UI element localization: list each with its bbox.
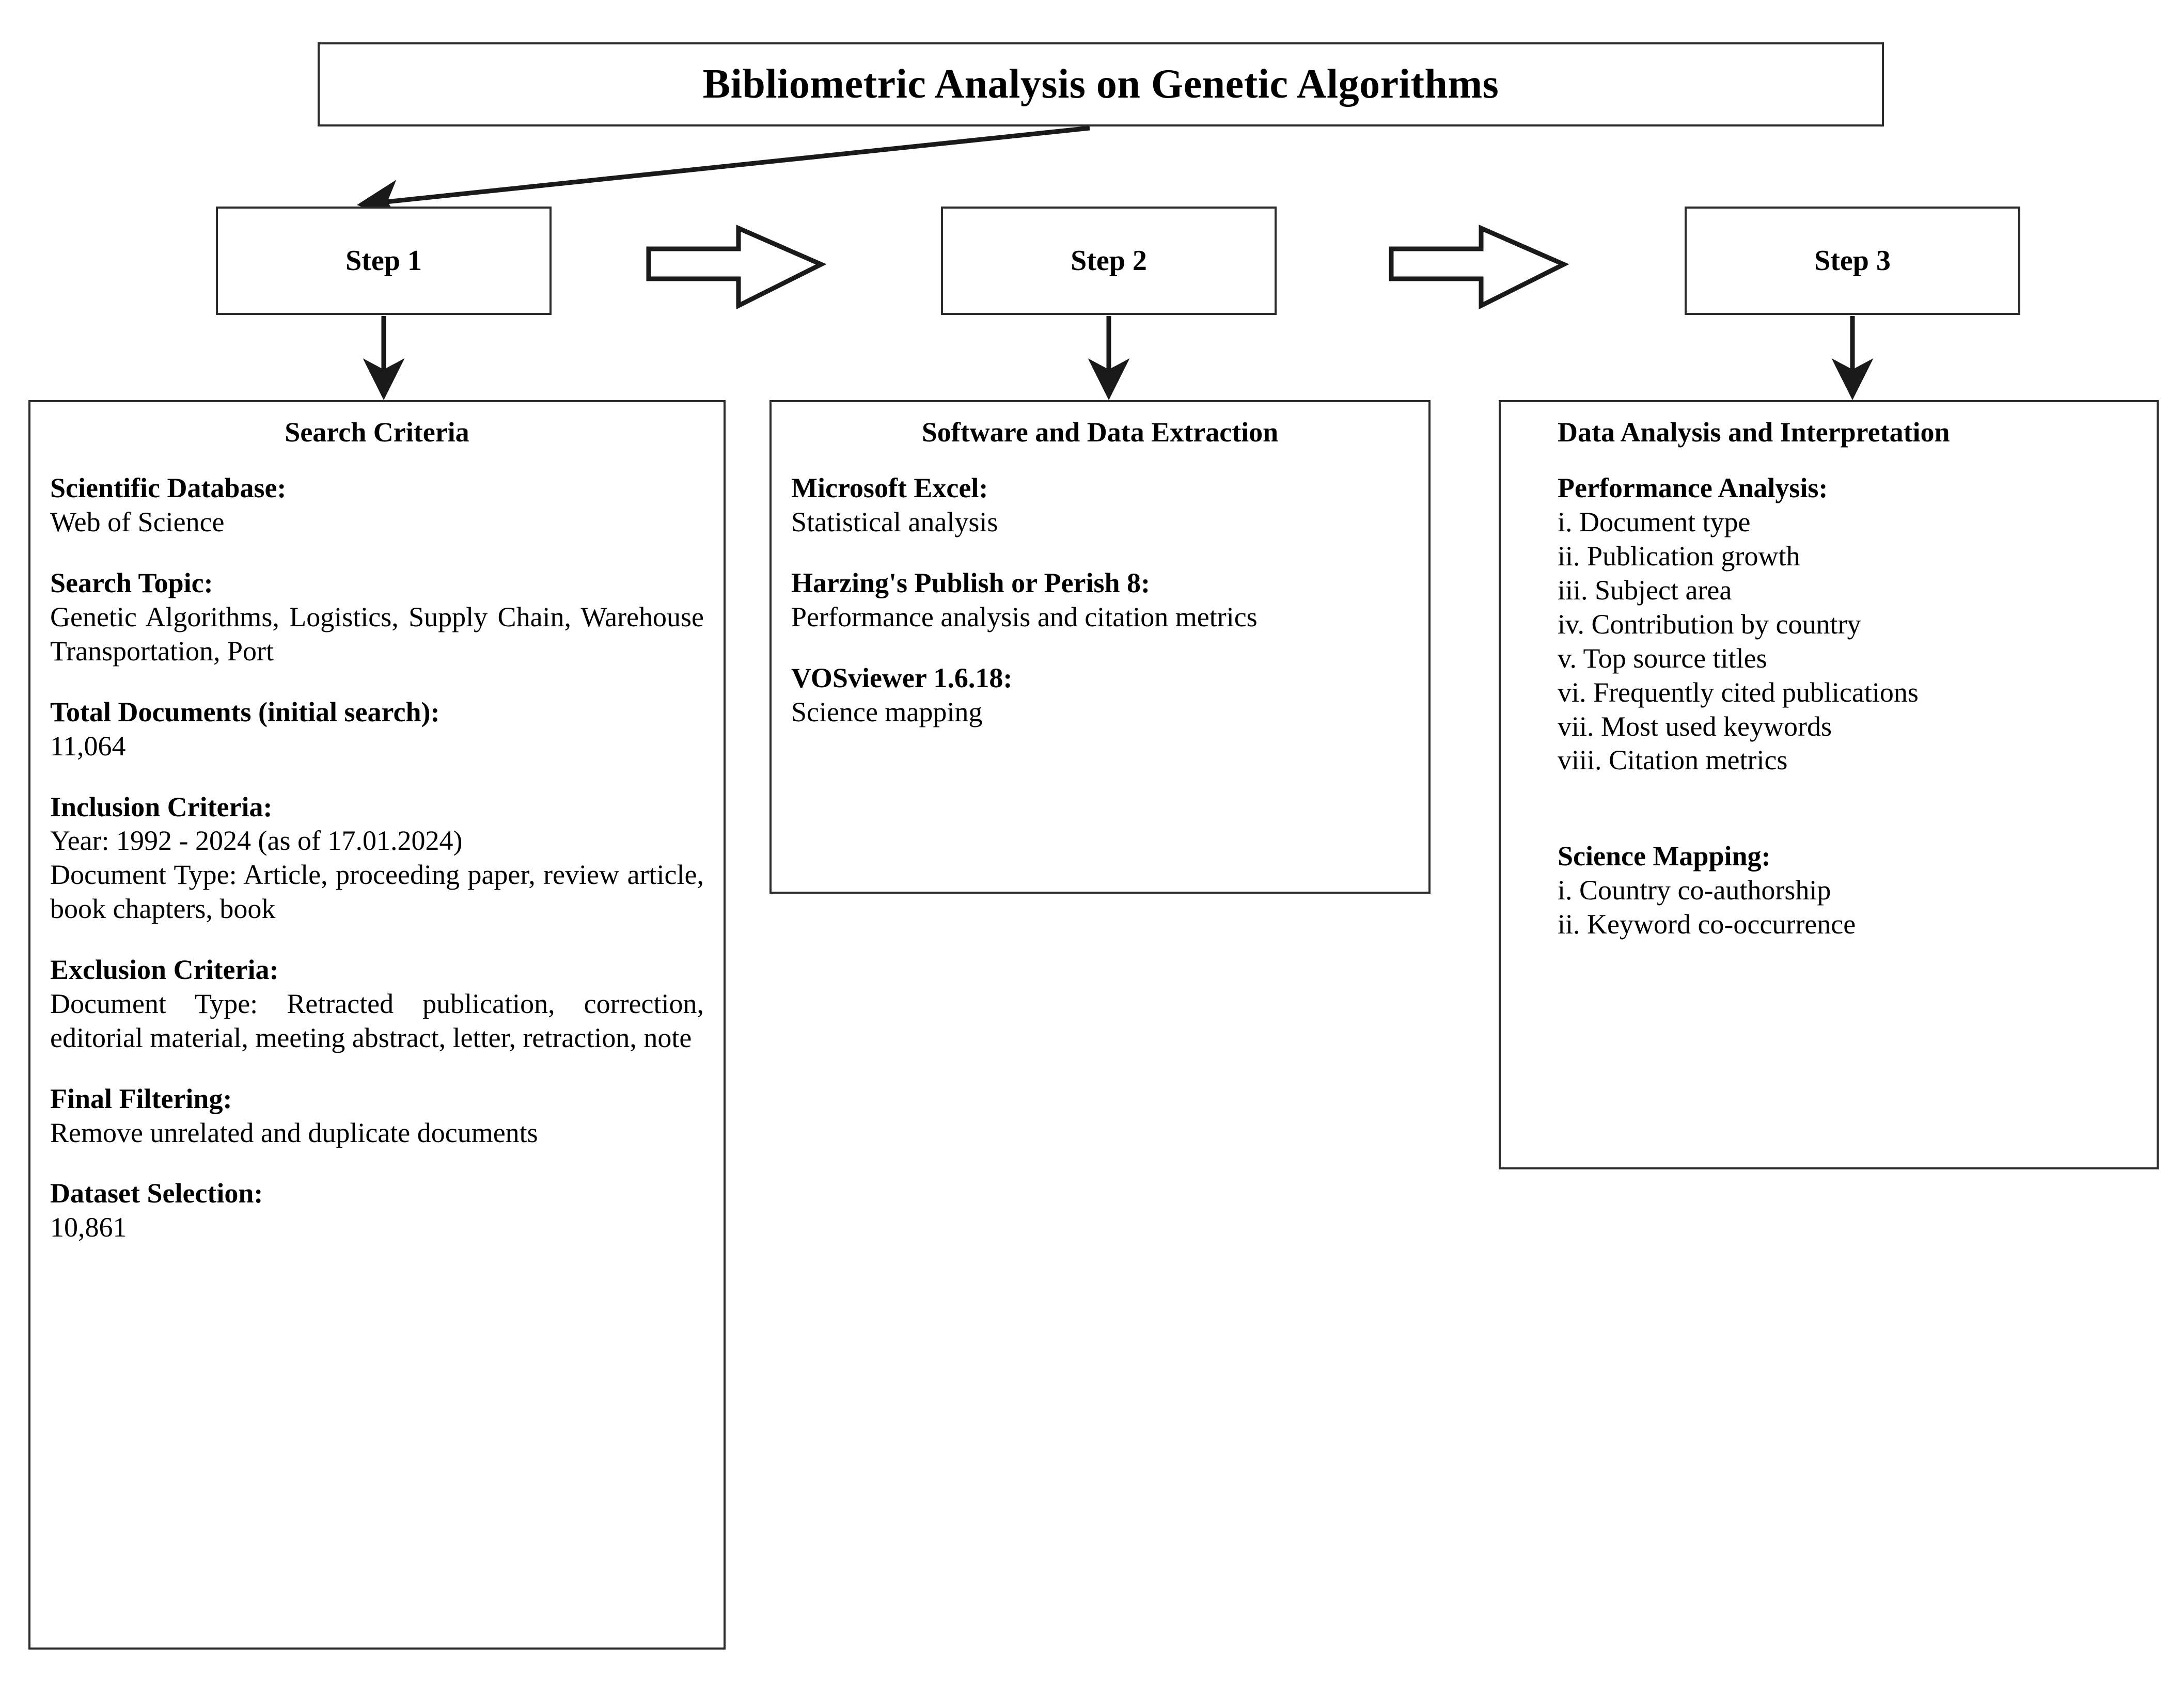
group-exclusion-criteria: Exclusion Criteria: Document Type: Retra… [50, 953, 704, 1055]
step-3-label: Step 3 [1814, 245, 1891, 277]
panel-1-heading: Search Criteria [285, 417, 469, 448]
page-title: Bibliometric Analysis on Genetic Algorit… [702, 61, 1499, 107]
list-item: ii. Publication growth [1558, 541, 1800, 572]
list-item: vii. Most used keywords [1558, 710, 1832, 742]
block-arrow-step2-to-step3 [1389, 225, 1569, 310]
group-5-head: Exclusion Criteria: [50, 954, 279, 986]
group-total-documents: Total Documents (initial search): 11,064 [50, 695, 704, 764]
panel-search-criteria: Search Criteria Scientific Database: Web… [28, 400, 726, 1650]
group-3-body: 11,064 [50, 730, 126, 762]
group-5-body: Document Type: Retracted publication, co… [50, 988, 704, 1053]
group-microsoft-excel: Microsoft Excel: Statistical analysis [791, 471, 1409, 540]
panel-data-analysis-interpretation: Data Analysis and Interpretation Perform… [1499, 400, 2159, 1169]
list-item: ii. Keyword co-occurrence [1558, 909, 1856, 940]
group-3-head: Total Documents (initial search): [50, 696, 440, 727]
panel-software-data-extraction: Software and Data Extraction Microsoft E… [769, 400, 1431, 894]
list-item: i. Country co-authorship [1558, 875, 1831, 906]
group-4-head: Inclusion Criteria: [50, 791, 273, 822]
group-2-body: Genetic Algorithms, Logistics, Supply Ch… [50, 601, 704, 667]
group-inclusion-criteria: Inclusion Criteria: Year: 1992 - 2024 (a… [50, 790, 704, 927]
panel-2-heading: Software and Data Extraction [921, 417, 1279, 448]
performance-analysis-list: i. Document type ii. Publication growth … [1558, 505, 2137, 778]
arrow-title-to-step1 [357, 125, 1090, 221]
group-excel-body: Statistical analysis [791, 506, 998, 538]
group-excel-head: Microsoft Excel: [791, 472, 988, 504]
group-vos-body: Science mapping [791, 696, 983, 727]
group-performance-analysis: Performance Analysis: i. Document type i… [1520, 471, 2137, 778]
list-item: i. Document type [1558, 506, 1751, 538]
group-1-head: Scientific Database: [50, 472, 287, 504]
step-box-2: Step 2 [941, 207, 1277, 315]
step-box-1: Step 1 [216, 207, 552, 315]
group-4-body-line-2: Document Type: Article, proceeding paper… [50, 859, 704, 925]
group-publish-or-perish: Harzing's Publish or Perish 8: Performan… [791, 566, 1409, 635]
group-2-head: Search Topic: [50, 567, 213, 599]
list-item: iii. Subject area [1558, 575, 1732, 606]
group-6-head: Final Filtering: [50, 1083, 232, 1114]
group-mapping-head: Science Mapping: [1558, 841, 1771, 872]
group-1-body: Web of Science [50, 506, 225, 538]
group-pop-body: Performance analysis and citation metric… [791, 601, 1258, 633]
list-item: vi. Frequently cited publications [1558, 676, 1919, 708]
group-7-head: Dataset Selection: [50, 1178, 263, 1209]
group-search-topic: Search Topic: Genetic Algorithms, Logist… [50, 566, 704, 669]
group-scientific-database: Scientific Database: Web of Science [50, 471, 704, 540]
step-box-3: Step 3 [1685, 207, 2020, 315]
block-arrow-step1-to-step2 [646, 225, 827, 310]
group-vos-head: VOSviewer 1.6.18: [791, 662, 1013, 693]
panel-3-heading: Data Analysis and Interpretation [1558, 417, 1950, 448]
group-pop-head: Harzing's Publish or Perish 8: [791, 567, 1151, 599]
step-2-label: Step 2 [1071, 245, 1147, 277]
list-item: iv. Contribution by country [1558, 608, 1861, 640]
list-item: v. Top source titles [1558, 642, 1767, 674]
diagram-title-box: Bibliometric Analysis on Genetic Algorit… [318, 42, 1884, 126]
group-final-filtering: Final Filtering: Remove unrelated and du… [50, 1082, 704, 1150]
science-mapping-list: i. Country co-authorship ii. Keyword co-… [1558, 874, 2137, 942]
list-item: viii. Citation metrics [1558, 744, 1788, 776]
group-perf-head: Performance Analysis: [1558, 472, 1828, 504]
group-6-body: Remove unrelated and duplicate documents [50, 1117, 538, 1148]
group-dataset-selection: Dataset Selection: 10,861 [50, 1177, 704, 1245]
group-science-mapping: Science Mapping: i. Country co-authorshi… [1520, 839, 2137, 942]
group-vosviewer: VOSviewer 1.6.18: Science mapping [791, 661, 1409, 730]
group-7-body: 10,861 [50, 1212, 127, 1243]
step-1-label: Step 1 [345, 245, 422, 277]
group-4-body-line-1: Year: 1992 - 2024 (as of 17.01.2024) [50, 825, 463, 857]
